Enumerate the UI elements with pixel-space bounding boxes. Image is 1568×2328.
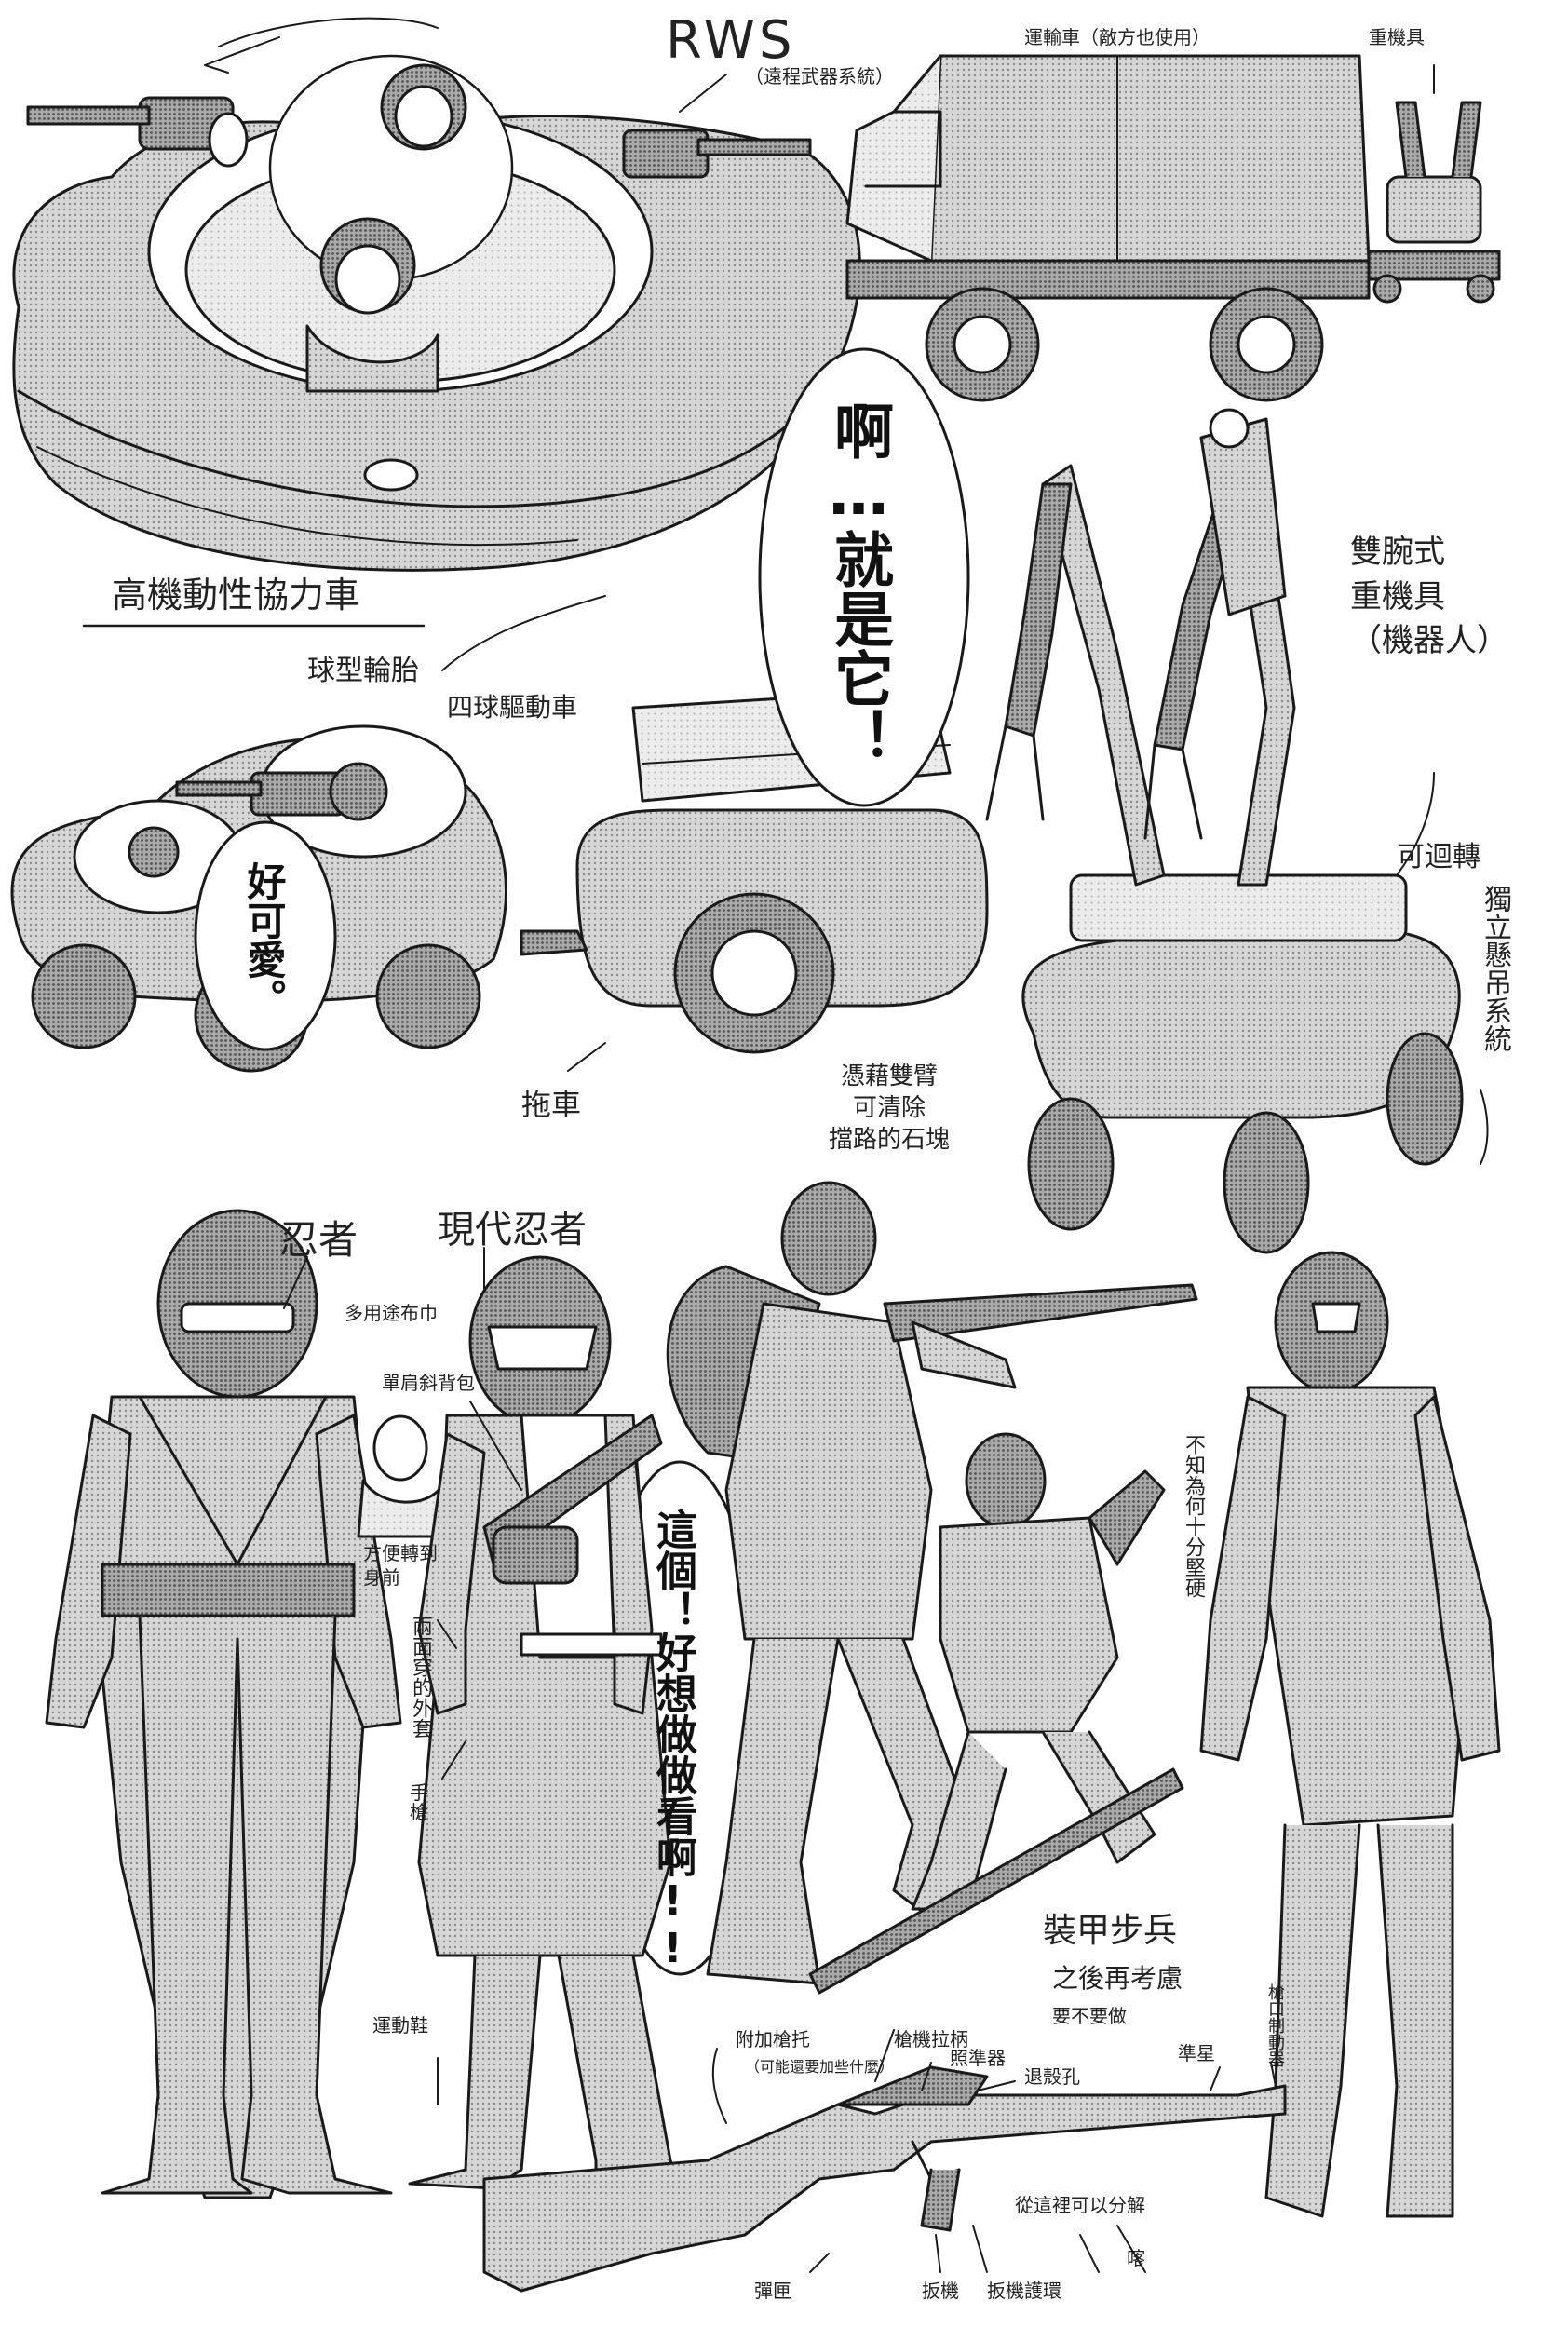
- transport-label: 運輸車（敵方也使用）: [1024, 26, 1210, 48]
- small-head-sketch: [357, 1414, 449, 1538]
- dual-arm-line-1: 雙腕式: [1350, 534, 1445, 571]
- arms-clear-line-1: 憑藉雙臂: [841, 1062, 939, 1090]
- bubble-text-cute: 好可愛。: [241, 861, 287, 1018]
- sight-label: 照準器: [950, 2047, 1006, 2069]
- modern-ninja-drawing: [408, 1255, 682, 2190]
- speech-bubble-cute: [194, 820, 337, 1051]
- speech-bubble-ah: [758, 347, 970, 807]
- trailer-label: 拖車: [521, 1087, 582, 1122]
- later-label: 之後再考慮: [1052, 1963, 1183, 1994]
- trailer-drawing: [520, 687, 989, 1054]
- trigger-label: 扳機: [922, 2280, 959, 2302]
- rws-note: （遠程武器系統）: [745, 65, 894, 88]
- heavy-machine-small-label: 重機具: [1369, 26, 1425, 48]
- dual-arm-label: 雙腕式 重機具 （機器人）: [1350, 531, 1508, 664]
- reversible-label: 兩面穿的外套: [409, 1616, 432, 1739]
- bubble-text-want: 這個！好想做做看啊!!: [649, 1509, 696, 1972]
- front-sight-label: 準星: [1178, 2042, 1215, 2064]
- stock-note: （可能還要加些什麼）: [745, 2058, 895, 2076]
- muzzle-brake-label: 槍口制動器: [1265, 1983, 1285, 2067]
- hard-label: 不知為何十分堅硬: [1182, 1434, 1205, 1598]
- crouching-soldier-drawing: [808, 1432, 1184, 1995]
- handgun-label: 手槍: [410, 1781, 428, 1823]
- arms-clear-label: 憑藉雙臂 可清除 擋路的石塊: [829, 1062, 950, 1156]
- turn-front-label: 方便轉到 身前: [363, 1541, 438, 1590]
- sneakers-label: 運動鞋: [372, 2014, 428, 2037]
- small-heavy-machine-drawing: [1367, 101, 1501, 304]
- rotatable-label: 可迴轉: [1397, 841, 1480, 873]
- multi-cloth-label: 多用途布巾: [345, 1302, 438, 1324]
- arms-clear-line-2: 可清除: [853, 1093, 926, 1122]
- turn-front-line-2: 身前: [363, 1566, 400, 1589]
- maybe-label: 要不要做: [1052, 2005, 1127, 2027]
- mobility-vehicle-title: 高機動性協力車: [112, 575, 360, 616]
- ninja-label: 忍者: [279, 1217, 358, 1263]
- trigger-guard-label: 扳機護環: [987, 2280, 1061, 2302]
- dual-arm-line-3: （機器人）: [1350, 622, 1508, 660]
- rifle-diagram-drawing: [482, 2065, 1287, 2293]
- dual-arm-robot-drawing: [985, 408, 1464, 1254]
- armored-infantry-label: 裝甲步兵: [1043, 1912, 1178, 1950]
- charging-handle-label: 槍機拉柄: [894, 2028, 968, 2051]
- sfx-label: 喀: [1127, 2247, 1145, 2269]
- ball-tire-label: 球型輪胎: [307, 655, 419, 687]
- arms-clear-line-3: 擋路的石塊: [829, 1125, 951, 1154]
- magazine-label: 彈匣: [754, 2280, 791, 2302]
- suspension-label: 獨立懸吊系統: [1479, 885, 1511, 1052]
- eject-port-label: 退殼孔: [1024, 2065, 1080, 2088]
- modern-ninja-label: 現代忍者: [438, 1209, 587, 1252]
- bubble-text-ah: 啊…就是它！: [824, 400, 893, 767]
- disassemble-label: 從這裡可以分解: [1015, 2194, 1145, 2216]
- standing-armored-soldier-drawing: [1199, 1251, 1501, 2218]
- turn-front-line-1: 方便轉到: [363, 1542, 438, 1564]
- mobility-vehicle-drawing: [12, 54, 861, 572]
- ninja-drawing: [45, 1209, 402, 2199]
- four-ball-label: 四球驅動車: [447, 692, 578, 723]
- stock-label: 附加槍托: [736, 2028, 810, 2051]
- sling-bag-label: 單肩斜背包: [382, 1372, 475, 1394]
- transport-truck-drawing: [845, 54, 1371, 402]
- rws-label: RWS: [666, 10, 796, 71]
- dual-arm-line-2: 重機具: [1350, 577, 1445, 616]
